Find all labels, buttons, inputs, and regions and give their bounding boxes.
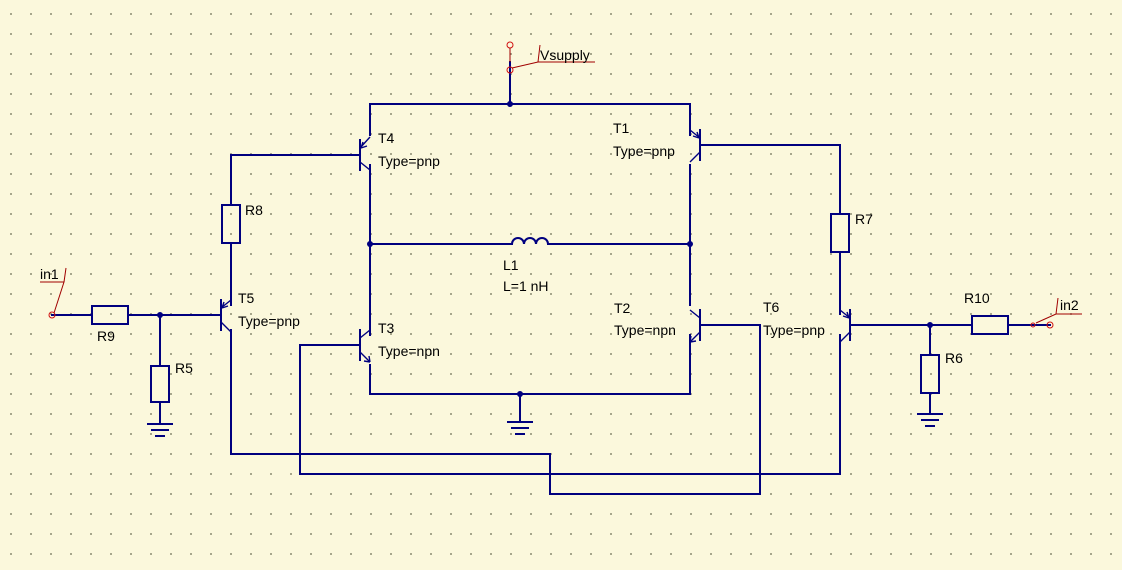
junction-dot [367,241,373,247]
npn-transistor-icon [359,329,371,363]
resistor-label: R9 [97,328,115,344]
transistor-name: T6 [763,299,780,315]
resistor-body-icon [830,213,850,253]
port-label: in2 [1060,297,1079,313]
resistor-body-icon [971,315,1009,335]
transistor-t6[interactable]: T6 Type=pnp [763,299,851,343]
pnp-transistor-icon [359,136,371,171]
port-pin-icon [1030,322,1036,328]
resistor-label: R8 [245,202,263,218]
transistor-t4[interactable]: T4 Type=pnp [359,130,440,171]
resistor-label: R5 [175,360,193,376]
transistor-type: Type=npn [614,322,676,338]
junction-dot [157,312,163,318]
transistor-t2[interactable]: T2 Type=npn [614,300,701,343]
pnp-transistor-icon [839,309,851,343]
ground-r6[interactable] [917,413,943,427]
port-label: in1 [40,266,59,282]
npn-transistor-icon [689,309,701,343]
port-pin-icon [506,66,514,74]
port-vsupply[interactable]: Vsupply [506,41,595,74]
junction-dot [927,322,933,328]
resistor-body-icon [920,354,940,394]
wire-t1-base[interactable] [699,144,841,215]
transistor-type: Type=pnp [238,313,300,329]
port-label: Vsupply [540,47,590,63]
pnp-transistor-icon [689,129,701,163]
port-pin-icon[interactable] [48,311,56,319]
port-label-leader [511,44,595,69]
port-pin-icon[interactable] [506,41,514,49]
resistor-label: R7 [855,211,873,227]
transistor-t1[interactable]: T1 Type=pnp [613,120,701,163]
wire-t3-base[interactable] [299,334,841,475]
junction-dot [507,101,513,107]
transistor-t5[interactable]: T5 Type=pnp [220,290,300,333]
wires [51,61,1051,495]
inductor-name: L1 [503,257,519,273]
resistor-r8[interactable]: R8 [221,202,263,244]
transistor-type: Type=pnp [613,143,675,159]
resistor-r7[interactable]: R7 [830,211,873,253]
inductor-l1[interactable]: L1 L=1 nH [503,237,550,294]
transistor-type: Type=pnp [763,322,825,338]
transistor-t3[interactable]: T3 Type=npn [359,320,440,363]
ground-icon [507,421,533,435]
transistor-name: T2 [614,300,631,316]
resistor-body-icon [91,305,129,325]
wire-t4-base[interactable] [230,154,361,206]
transistor-name: T4 [378,130,395,146]
resistor-body-icon [150,365,170,403]
resistor-label: R10 [964,290,990,306]
wire-t5-collector[interactable] [230,324,761,495]
wire-ground-rail[interactable] [369,334,691,395]
resistor-body-icon [221,204,241,244]
resistor-r6[interactable]: R6 [920,350,963,394]
junction-dot [517,391,523,397]
ground-icon [147,423,173,437]
port-in1[interactable]: in1 [40,266,67,319]
resistor-r5[interactable]: R5 [150,360,193,403]
transistor-name: T5 [238,290,255,306]
inductor-value: L=1 nH [503,278,549,294]
port-pin-icon[interactable] [1046,321,1054,329]
ground-center[interactable] [507,421,533,435]
pnp-transistor-icon [220,299,232,333]
resistor-r9[interactable]: R9 [91,305,129,344]
resistor-label: R6 [945,350,963,366]
transistor-name: T3 [378,320,395,336]
resistor-r10[interactable]: R10 [964,290,1009,335]
ground-r5[interactable] [147,423,173,437]
transistor-name: T1 [613,120,630,136]
junctions [157,101,933,397]
transistor-type: Type=npn [378,343,440,359]
port-label-leader [40,267,67,314]
transistor-type: Type=pnp [378,153,440,169]
port-in2[interactable]: in2 [1030,297,1082,329]
port-label-leader [1035,297,1082,324]
inductor-coil-icon [510,237,550,246]
junction-dot [687,241,693,247]
ground-icon [917,413,943,427]
